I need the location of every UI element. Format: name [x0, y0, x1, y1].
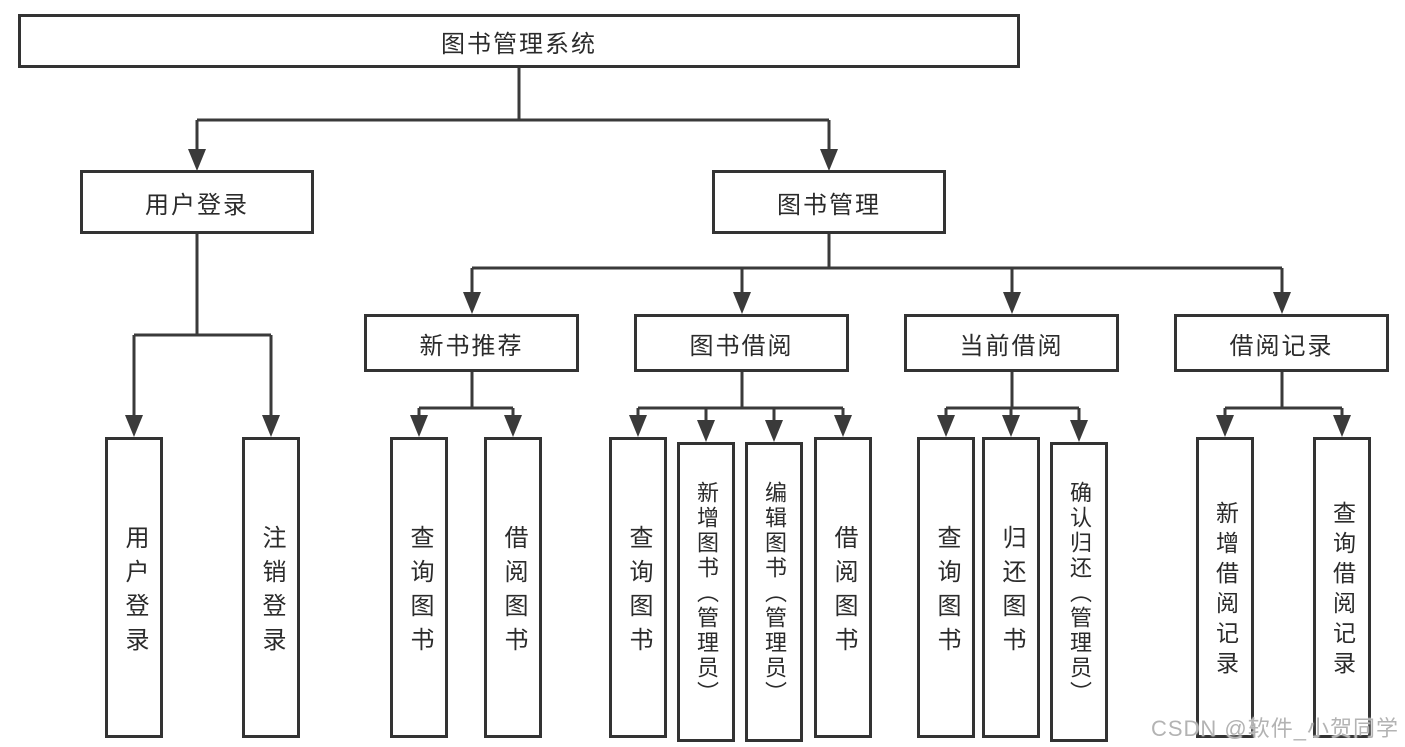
leaf-label: 借阅图书: [500, 524, 527, 661]
leaf-return-books: 归还图书: [982, 437, 1040, 738]
node-library-management-system: 图书管理系统: [18, 14, 1020, 68]
leaf-query-books-borrowing: 查询图书: [609, 437, 667, 738]
node-label: 当前借阅: [959, 332, 1064, 360]
leaf-borrow-books-borrowing: 借阅图书: [814, 437, 872, 738]
leaf-label: 编辑图书（管理员）: [762, 481, 787, 706]
node-label: 图书管理系统: [441, 30, 597, 58]
node-label: 借阅记录: [1229, 332, 1334, 360]
node-label: 用户登录: [145, 191, 249, 219]
leaf-logout: 注销登录: [242, 437, 300, 738]
leaf-label: 新增图书（管理员）: [694, 481, 719, 706]
leaf-label: 查询借阅记录: [1329, 501, 1356, 681]
node-label: 图书借阅: [689, 332, 794, 360]
node-current-borrowing: 当前借阅: [904, 314, 1119, 372]
node-book-borrowing: 图书借阅: [634, 314, 849, 372]
leaf-label: 新增借阅记录: [1212, 501, 1239, 681]
leaf-add-borrow-record: 新增借阅记录: [1196, 437, 1254, 738]
leaf-query-borrow-record: 查询借阅记录: [1313, 437, 1371, 738]
leaf-label: 查询图书: [406, 524, 433, 661]
leaf-label: 借阅图书: [830, 524, 857, 661]
leaf-label: 归还图书: [998, 524, 1025, 661]
leaf-label: 查询图书: [625, 524, 652, 661]
node-book-management: 图书管理: [712, 170, 946, 234]
leaf-label: 确认归还（管理员）: [1067, 481, 1092, 706]
leaf-label: 用户登录: [121, 524, 148, 661]
leaf-edit-book-admin: 编辑图书（管理员）: [745, 442, 803, 742]
leaf-label: 查询图书: [933, 524, 960, 661]
node-label: 图书管理: [777, 191, 881, 219]
node-user-login: 用户登录: [80, 170, 314, 234]
node-label: 新书推荐: [419, 332, 524, 360]
leaf-query-books-recommend: 查询图书: [390, 437, 448, 738]
node-borrowing-records: 借阅记录: [1174, 314, 1389, 372]
leaf-user-login: 用户登录: [105, 437, 163, 738]
leaf-add-book-admin: 新增图书（管理员）: [677, 442, 735, 742]
leaf-query-books-current: 查询图书: [917, 437, 975, 738]
csdn-watermark: CSDN @软件_小贺同学: [1150, 716, 1399, 741]
leaf-label: 注销登录: [258, 524, 285, 661]
node-new-book-recommend: 新书推荐: [364, 314, 579, 372]
leaf-borrow-books-recommend: 借阅图书: [484, 437, 542, 738]
leaf-confirm-return-admin: 确认归还（管理员）: [1050, 442, 1108, 742]
